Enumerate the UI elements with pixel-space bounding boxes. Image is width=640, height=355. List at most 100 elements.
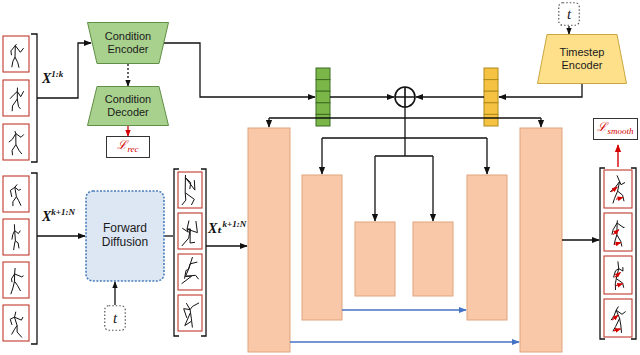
wire xyxy=(499,84,582,97)
wire xyxy=(432,156,433,221)
motion-arrow xyxy=(612,315,618,320)
frame xyxy=(178,213,202,249)
skeleton-limb xyxy=(616,279,623,288)
wire xyxy=(206,245,247,246)
wire xyxy=(374,156,375,221)
skeleton-limb xyxy=(12,274,15,282)
wire xyxy=(540,118,541,127)
node-label: t xyxy=(567,7,571,22)
skip-connection xyxy=(342,309,466,310)
skeleton-limb xyxy=(11,281,15,294)
script-part: rec xyxy=(127,145,138,155)
skeleton-limb xyxy=(15,317,24,320)
unet-block xyxy=(520,128,562,352)
skeleton-limb xyxy=(619,267,623,271)
wire xyxy=(486,138,487,174)
unet-block xyxy=(302,175,342,320)
connector xyxy=(568,26,569,34)
frame xyxy=(3,219,29,255)
skeleton-limb xyxy=(186,303,190,312)
skeleton-limb xyxy=(187,221,197,233)
dotted-box xyxy=(559,3,580,26)
skeleton-limb xyxy=(613,318,620,331)
wire xyxy=(562,239,599,240)
frame xyxy=(3,262,29,298)
dotted-box xyxy=(105,306,126,331)
motion-arrow xyxy=(614,243,621,245)
condition-feature-vector xyxy=(316,68,330,126)
skeleton-limb xyxy=(617,235,622,247)
math-label: Xk+1:N xyxy=(42,208,75,224)
skeleton-limb xyxy=(11,46,15,56)
frame xyxy=(604,170,632,208)
connector xyxy=(127,64,128,86)
skeleton-limb xyxy=(185,269,189,278)
skeleton-limb xyxy=(182,276,192,284)
diffusion-block: Forward Diffusion xyxy=(85,190,165,282)
skeleton-limb xyxy=(12,145,16,156)
encoder-block: Timestep Encoder xyxy=(537,34,627,84)
skeleton-limb xyxy=(616,310,625,314)
skeleton-limb xyxy=(12,231,15,240)
skeleton-limb xyxy=(15,281,21,291)
skeleton-limb xyxy=(12,57,15,67)
skeleton-limb xyxy=(15,184,17,196)
unet-block xyxy=(355,222,395,296)
vector-cell xyxy=(316,80,330,92)
skeleton-limb xyxy=(12,99,17,111)
frame xyxy=(3,80,29,116)
skeleton-limb xyxy=(16,197,21,206)
skeleton-limb xyxy=(15,274,24,277)
skeleton-limb xyxy=(15,46,23,53)
skeleton-limb xyxy=(10,187,14,197)
skeleton-limb xyxy=(185,193,194,205)
frame xyxy=(3,176,29,212)
skeleton-limb xyxy=(616,220,618,234)
frame xyxy=(3,124,29,160)
skeleton-limb xyxy=(10,92,17,99)
frame xyxy=(178,295,202,331)
loss-box: ℒsmooth xyxy=(593,118,638,140)
motion-arrow xyxy=(616,197,623,199)
unet-block xyxy=(248,128,290,352)
node-label: ℒsmooth xyxy=(597,121,633,136)
skeleton-limb xyxy=(610,182,619,192)
skeleton-limb xyxy=(182,229,190,246)
loss-outline xyxy=(594,119,638,140)
timestep-input: t xyxy=(558,2,580,26)
node-label: ℒrec xyxy=(117,139,138,154)
motion-arrow xyxy=(613,230,619,235)
timestep-input: t xyxy=(104,305,126,331)
skeleton-limb xyxy=(15,57,19,68)
math-label: X1:k xyxy=(42,70,63,86)
vector-cell xyxy=(316,91,330,103)
skeleton-limb xyxy=(620,318,622,333)
skeleton-limb xyxy=(16,145,22,154)
connector xyxy=(114,282,115,305)
script-part: k+1:N xyxy=(223,219,247,229)
skeleton-limb xyxy=(617,223,624,228)
skeleton-limb xyxy=(613,191,618,203)
motion-arrow xyxy=(615,272,621,277)
wire xyxy=(404,107,405,156)
loss-wire xyxy=(617,145,618,167)
skeleton-limb xyxy=(10,317,14,325)
motion-arrow xyxy=(611,187,617,192)
loss-box: ℒrec xyxy=(106,136,150,158)
unet-block xyxy=(413,222,453,296)
script-part: smooth xyxy=(607,127,633,137)
timestep-feature-vector xyxy=(484,68,498,126)
skeleton-limb xyxy=(13,197,17,206)
math-label: Xₜk+1:N xyxy=(208,220,246,236)
frame xyxy=(3,36,29,72)
vector-cell xyxy=(484,68,498,80)
wire xyxy=(321,138,322,174)
decoder-block: Condition Decoder xyxy=(87,86,169,126)
skeleton-limb xyxy=(17,91,23,97)
node-label: Forward Diffusion xyxy=(93,222,157,250)
skeleton-limb xyxy=(15,231,21,234)
wire xyxy=(37,43,91,98)
frame xyxy=(604,213,632,251)
frame xyxy=(178,172,202,208)
